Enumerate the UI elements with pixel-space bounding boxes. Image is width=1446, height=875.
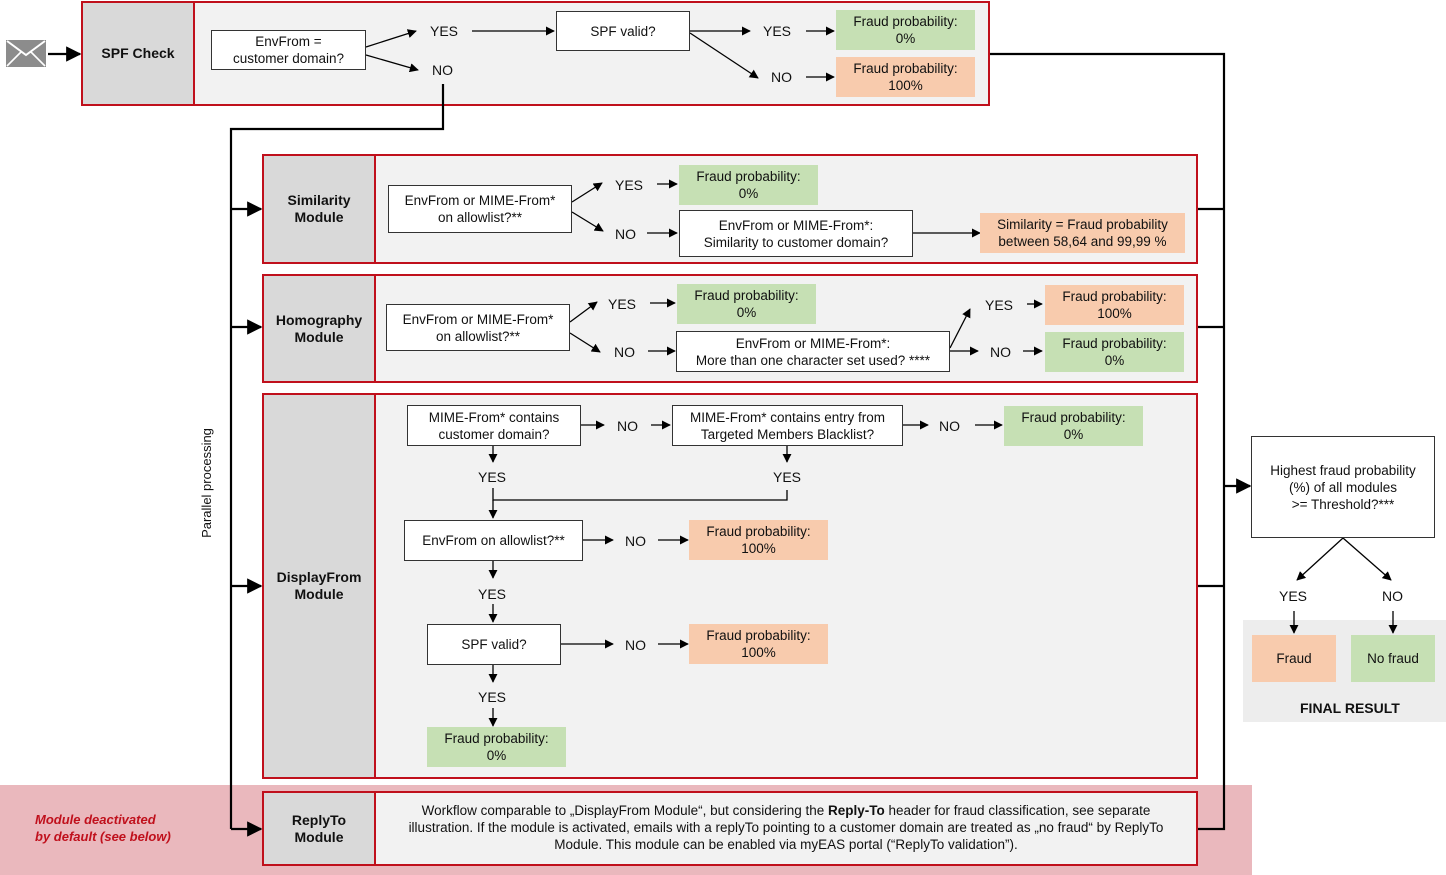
final-threshold-question: Highest fraud probability (%) of all mod…	[1251, 436, 1435, 538]
displayfrom-no-label-2: NO	[939, 418, 960, 434]
displayfrom-module-panel	[262, 393, 1198, 779]
displayfrom-blacklist-question: MIME-From* contains entry from Targeted …	[672, 405, 903, 446]
displayfrom-yes-label-1: YES	[478, 469, 507, 485]
spf-check-label: SPF Check	[83, 3, 195, 104]
displayfrom-yes-label-4: YES	[478, 689, 507, 705]
similarity-fraud-probability-range: Similarity = Fraud probability between 5…	[980, 213, 1185, 253]
spf-result-0-percent: Fraud probability: 0%	[836, 10, 975, 50]
homography-no-label: NO	[614, 344, 635, 360]
spf-valid-question: SPF valid?	[556, 11, 690, 51]
final-no-fraud-result: No fraud	[1351, 635, 1435, 682]
homography-result-100-percent: Fraud probability: 100%	[1045, 285, 1184, 325]
spf-yes-label: YES	[430, 23, 459, 39]
displayfrom-module-label: DisplayFrom Module	[264, 395, 376, 777]
displayfrom-result-0-percent: Fraud probability: 0%	[1004, 406, 1143, 446]
homography-result-0-percent-2: Fraud probability: 0%	[1045, 332, 1184, 372]
displayfrom-yes-label-2: YES	[773, 469, 802, 485]
replyto-description-part2: header for fraud classification, see sep…	[408, 803, 1164, 852]
displayfrom-result-100-percent-2: Fraud probability: 100%	[689, 624, 828, 664]
replyto-deactivated-note: Module deactivated by default (see below…	[35, 812, 171, 844]
homography-charset-no-label: NO	[990, 344, 1011, 360]
displayfrom-no-label-3: NO	[625, 533, 646, 549]
replyto-description: Workflow comparable to „DisplayFrom Modu…	[396, 802, 1176, 853]
displayfrom-no-label-4: NO	[625, 637, 646, 653]
similarity-allowlist-question: EnvFrom or MIME-From* on allowlist?**	[388, 185, 572, 233]
displayfrom-result-0-percent-2: Fraud probability: 0%	[427, 727, 566, 767]
homography-yes-label: YES	[608, 296, 637, 312]
spf-envfrom-customer-domain-question: EnvFrom = customer domain?	[211, 30, 366, 70]
similarity-module-label: Similarity Module	[264, 156, 376, 262]
email-envelope-icon	[6, 40, 46, 67]
replyto-module-label: ReplyTo Module	[264, 793, 376, 864]
homography-character-set-question: EnvFrom or MIME-From*: More than one cha…	[676, 331, 950, 372]
displayfrom-customer-domain-question: MIME-From* contains customer domain?	[407, 405, 581, 446]
spf-no-label: NO	[432, 62, 453, 78]
replyto-header-term: Reply-To	[828, 803, 885, 818]
parallel-processing-label: Parallel processing	[199, 428, 214, 538]
homography-charset-yes-label: YES	[985, 297, 1014, 313]
displayfrom-result-100-percent-1: Fraud probability: 100%	[689, 520, 828, 560]
homography-module-label: Homography Module	[264, 276, 376, 381]
spf-valid-yes-label: YES	[763, 23, 792, 39]
spf-result-100-percent: Fraud probability: 100%	[836, 57, 975, 97]
displayfrom-spf-valid-question: SPF valid?	[427, 624, 561, 665]
spf-valid-no-label: NO	[771, 69, 792, 85]
similarity-result-0-percent: Fraud probability: 0%	[679, 165, 818, 205]
displayfrom-no-label-1: NO	[617, 418, 638, 434]
final-yes-label: YES	[1279, 588, 1308, 604]
displayfrom-envfrom-allowlist-question: EnvFrom on allowlist?**	[404, 520, 583, 561]
replyto-module-panel	[262, 791, 1198, 866]
displayfrom-yes-label-3: YES	[478, 586, 507, 602]
final-fraud-result: Fraud	[1252, 635, 1336, 682]
similarity-yes-label: YES	[615, 177, 644, 193]
homography-allowlist-question: EnvFrom or MIME-From* on allowlist?**	[386, 304, 570, 351]
similarity-customer-domain-question: EnvFrom or MIME-From*: Similarity to cus…	[679, 210, 913, 257]
replyto-description-part1: Workflow comparable to „DisplayFrom Modu…	[421, 803, 828, 818]
homography-result-0-percent: Fraud probability: 0%	[677, 284, 816, 324]
final-no-label: NO	[1382, 588, 1403, 604]
final-result-title: FINAL RESULT	[1300, 700, 1400, 716]
similarity-no-label: NO	[615, 226, 636, 242]
